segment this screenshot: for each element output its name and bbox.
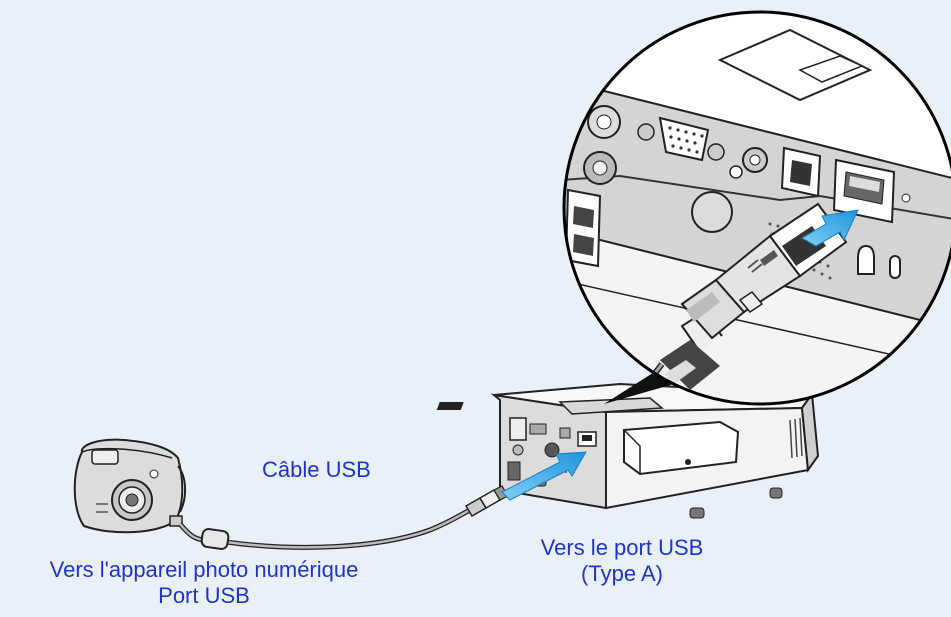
zoom-callout (560, 12, 951, 420)
camera-port-label: Vers l'appareil photo numérique Port USB (4, 557, 404, 609)
projector-port-label-line2: (Type A) (518, 561, 726, 587)
camera-port-label-line1: Vers l'appareil photo numérique (4, 557, 404, 583)
projector-port-label: Vers le port USB (Type A) (518, 535, 726, 587)
projector-port-label-line1: Vers le port USB (518, 535, 726, 561)
digital-camera (75, 440, 185, 533)
camera-port-label-line2: Port USB (4, 583, 404, 609)
usb-cable-label: Câble USB (262, 457, 371, 483)
usb-cable-label-text: Câble USB (262, 457, 371, 483)
usb-cable (180, 486, 508, 550)
